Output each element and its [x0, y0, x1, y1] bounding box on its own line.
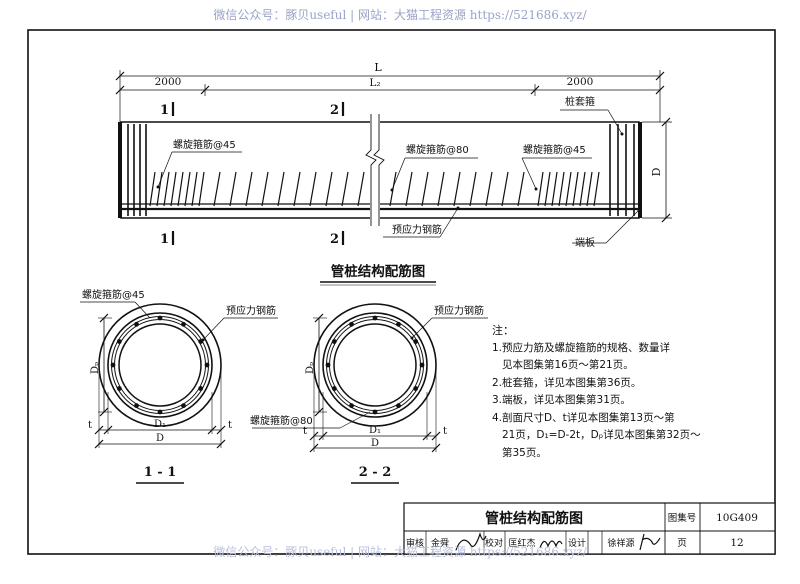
section-1-1: 螺旋箍筋@45 预应力钢筋 Dₚ t t D₁ D 1 - 1	[80, 288, 278, 484]
section-1-1-name: 1 - 1	[144, 465, 177, 480]
watermark-top: 微信公众号：豚贝useful | 网站：大猫工程资源 https://52168…	[213, 8, 587, 22]
section-2-2: 预应力钢筋 螺旋箍筋@80 Dₚ t t D₁ D 2 - 2	[250, 303, 488, 484]
tb-page-no: 12	[730, 537, 743, 549]
section-mark-2-bottom: 2	[330, 232, 339, 247]
end-plate-left	[118, 122, 122, 218]
reviewer-signature	[455, 532, 487, 551]
checker-signature	[539, 540, 563, 549]
s1-label-spiral: 螺旋箍筋@45	[82, 288, 145, 301]
note-3: 3.端板，详见本图集第31页。	[492, 394, 631, 406]
tb-drawing-title: 管桩结构配筋图	[485, 510, 583, 527]
note-4c: 第35页。	[502, 446, 547, 459]
watermark-bottom: 微信公众号：豚贝useful | 网站：大猫工程资源 https://52168…	[213, 545, 587, 559]
s2-label-spiral: 螺旋箍筋@80	[250, 414, 313, 427]
note-1a: 1.预应力筋及螺旋箍筋的规格、数量详	[492, 341, 671, 354]
dim-l2: L₂	[369, 77, 380, 89]
tb-reviewer: 金舜	[431, 537, 449, 549]
outer-frame	[27, 29, 776, 555]
tb-review-label: 审核	[406, 537, 424, 549]
tb-check-label: 校对	[485, 537, 503, 549]
dim-total-length: L	[374, 61, 382, 74]
label-prestress-bar: 预应力钢筋	[392, 223, 442, 236]
s2-dim-d: D	[371, 438, 379, 449]
label-spiral-80: 螺旋箍筋@80	[406, 143, 469, 156]
dim-pile-diameter: D	[650, 167, 663, 176]
note-4b: 21页，D₁=D-2t，Dₚ详见本图集第32页～	[502, 429, 701, 441]
notes-title: 注：	[492, 324, 514, 337]
s2-dim-t-left: t	[303, 426, 307, 437]
note-1b: 见本图集第16页～第21页。	[502, 359, 634, 371]
label-end-plate: 端板	[575, 236, 595, 249]
section-2-2-name: 2 - 2	[359, 465, 392, 480]
s1-dim-t-left: t	[88, 420, 92, 431]
tb-checker: 匡红杰	[508, 537, 535, 549]
s2-dim-dp: Dₚ	[305, 362, 316, 374]
s2-label-prestress: 预应力钢筋	[434, 304, 484, 317]
end-plate-right	[638, 122, 642, 218]
section-mark-1-top: 1	[160, 103, 169, 118]
note-4a: 4.剖面尺寸D、t详见本图集第13页～第	[492, 411, 675, 424]
s1-dim-dp: Dₚ	[90, 362, 101, 374]
s1-dim-d1: D₁	[154, 419, 166, 430]
tb-page-label: 页	[677, 538, 687, 549]
tb-design-label: 设计	[568, 537, 586, 549]
title-block: 管桩结构配筋图 图集号 10G409 审核 金舜 校对 匡红杰 设计 徐祥源 页…	[403, 502, 776, 555]
label-spiral-45-right: 螺旋箍筋@45	[523, 143, 586, 156]
tb-designer: 徐祥源	[607, 537, 634, 549]
pile-elevation: L 2000 L₂ 2000 1 2 1 2	[115, 61, 672, 249]
dim-left-end: 2000	[155, 76, 182, 88]
tb-atlas-label: 图集号	[668, 512, 697, 524]
section-mark-2-top: 2	[330, 103, 339, 118]
label-pile-hoop: 桩套箍	[565, 95, 595, 108]
main-title: 管桩结构配筋图	[331, 263, 426, 280]
notes-block: 注： 1.预应力筋及螺旋箍筋的规格、数量详 见本图集第16页～第21页。 2.桩…	[492, 322, 701, 462]
section-mark-1-bottom: 1	[160, 232, 169, 247]
s1-dim-d: D	[156, 433, 164, 444]
s2-dim-d1: D₁	[369, 425, 381, 436]
label-spiral-45-left: 螺旋箍筋@45	[173, 138, 236, 151]
s2-dim-t-right: t	[443, 426, 447, 437]
dim-right-end: 2000	[567, 76, 594, 88]
designer-signature	[639, 533, 661, 551]
note-2: 2.桩套箍，详见本图集第36页。	[492, 376, 642, 389]
tb-atlas-no: 10G409	[716, 512, 758, 524]
s1-dim-t-right: t	[228, 420, 232, 431]
s1-label-prestress: 预应力钢筋	[226, 304, 276, 317]
